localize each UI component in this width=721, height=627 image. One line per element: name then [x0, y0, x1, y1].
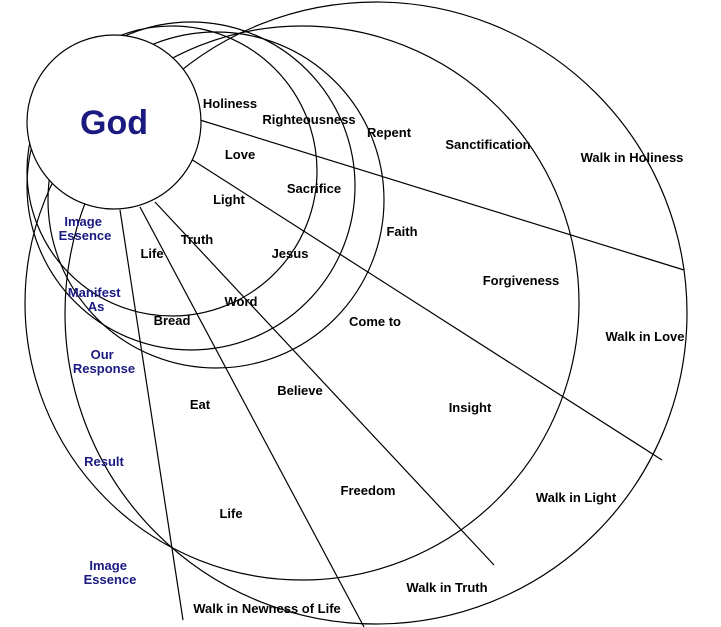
cell-label: Eat — [190, 397, 211, 412]
cell-label: Word — [225, 294, 258, 309]
cell-label: Love — [225, 147, 255, 162]
ring-4 — [24, 25, 580, 581]
cell-label: Freedom — [341, 483, 396, 498]
cell-label: Sacrifice — [287, 181, 341, 196]
cell-label: Life — [140, 246, 163, 261]
ray-love: Love Sacrifice Faith Forgiveness Walk in… — [225, 147, 685, 344]
side-labels: Image Essence Manifest As Our Response R… — [59, 214, 137, 587]
ray-holiness: Holiness Righteousness Repent Sanctifica… — [203, 96, 684, 165]
ring-3 — [47, 31, 385, 369]
cell-label: Repent — [367, 125, 412, 140]
ray-truth: Truth Word Believe Freedom Walk in Truth — [181, 232, 488, 595]
side-label-our-response: Our Response — [73, 347, 135, 376]
side-label-result: Result — [84, 454, 124, 469]
cell-label: Life — [219, 506, 242, 521]
ray-line-love — [179, 151, 663, 461]
side-label-manifest-as: Manifest As — [68, 285, 124, 314]
cell-label: Truth — [181, 232, 214, 247]
cell-label: Jesus — [272, 246, 309, 261]
cell-label: Insight — [449, 400, 492, 415]
outcome-label: Walk in Love — [606, 329, 685, 344]
side-label-image-essence-outer: Image Essence — [84, 558, 137, 587]
ray-line-holiness — [199, 119, 685, 271]
cell-label: Light — [213, 192, 245, 207]
ring-outer — [64, 1, 688, 625]
cell-label: Faith — [386, 224, 417, 239]
ray-line-life — [119, 209, 184, 621]
ring-group — [24, 1, 688, 625]
ring-1 — [26, 25, 318, 317]
diagram-title: God — [80, 104, 148, 142]
cell-label: Righteousness — [262, 112, 355, 127]
outcome-label: Walk in Truth — [406, 580, 487, 595]
ray-line-truth — [139, 206, 365, 627]
ray-group — [119, 119, 685, 627]
cell-label: Believe — [277, 383, 323, 398]
god-circle — [26, 34, 202, 210]
outcome-label: Walk in Light — [536, 490, 617, 505]
ray-life: Life Bread Eat Life Walk in Newness of L… — [140, 246, 340, 616]
outcome-label: Walk in Newness of Life — [193, 601, 341, 616]
cell-label: Come to — [349, 314, 401, 329]
cell-label: Bread — [154, 313, 191, 328]
ray-line-light — [154, 201, 495, 566]
side-label-image-essence: Image Essence — [59, 214, 112, 243]
outcome-label: Walk in Holiness — [581, 150, 684, 165]
ring-2 — [26, 21, 356, 351]
cell-label: Sanctification — [445, 137, 530, 152]
cell-label: Forgiveness — [483, 273, 560, 288]
ray-light: Light Jesus Come to Insight Walk in Ligh… — [213, 192, 617, 505]
cell-label: Holiness — [203, 96, 257, 111]
